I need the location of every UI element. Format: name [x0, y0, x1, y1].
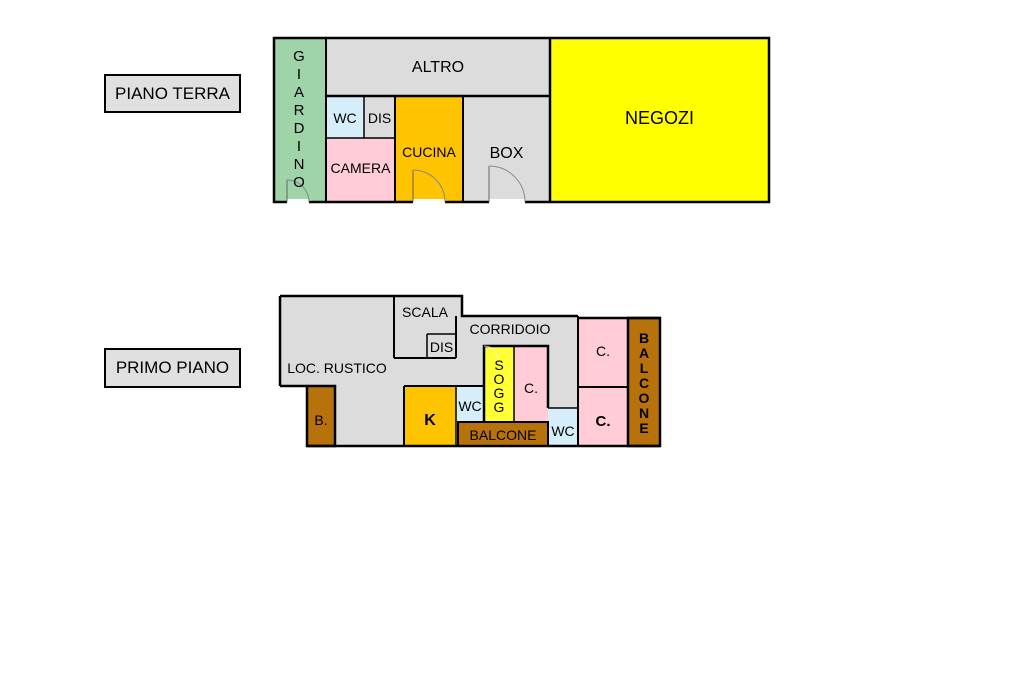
scala-label: SCALA — [402, 304, 448, 320]
negozi-label: NEGOZI — [624, 107, 694, 128]
camera-area — [326, 138, 395, 202]
ground-wc-label: WC — [333, 110, 357, 126]
cucina-area — [395, 96, 463, 202]
box-label: BOX — [489, 145, 524, 162]
ground-floor-label: PIANO TERRA — [104, 74, 241, 113]
b-label: B. — [314, 412, 328, 428]
altro-label: ALTRO — [411, 59, 465, 76]
ground-doors — [286, 165, 526, 205]
first-dis-label: DIS — [429, 339, 454, 355]
first-floor-walls — [278, 294, 662, 448]
k-label: K — [424, 412, 436, 429]
giardino-area — [274, 38, 326, 202]
box-area — [463, 96, 550, 202]
first-wc2-label: WC — [551, 423, 575, 439]
loc-rustico-label: LOC. RUSTICO — [287, 360, 387, 376]
balcone-h-label: BALCONE — [469, 427, 537, 443]
sogg-label: SOGG — [491, 357, 507, 413]
c3-label: C. — [595, 412, 611, 430]
c2-label: C. — [596, 343, 610, 359]
negozi-area — [550, 38, 769, 202]
first-floor-fills — [280, 296, 660, 446]
cucina-label: CUCINA — [402, 144, 456, 160]
camera-label: CAMERA — [330, 160, 391, 176]
balcone-v-label: BALCONE — [636, 329, 652, 435]
ground-dis-area — [364, 96, 395, 138]
first-wc1-label: WC — [458, 398, 482, 414]
ground-wc-area — [326, 96, 364, 138]
c1-label: C. — [524, 380, 538, 396]
first-floor-label: PRIMO PIANO — [104, 348, 241, 388]
giardino-label: GIARDINO — [286, 50, 312, 190]
altro-area — [326, 38, 550, 96]
ground-dis-label: DIS — [367, 110, 392, 126]
giardino-text: GIARDINO — [290, 50, 308, 190]
corridoio-label: CORRIDOIO — [469, 321, 551, 337]
